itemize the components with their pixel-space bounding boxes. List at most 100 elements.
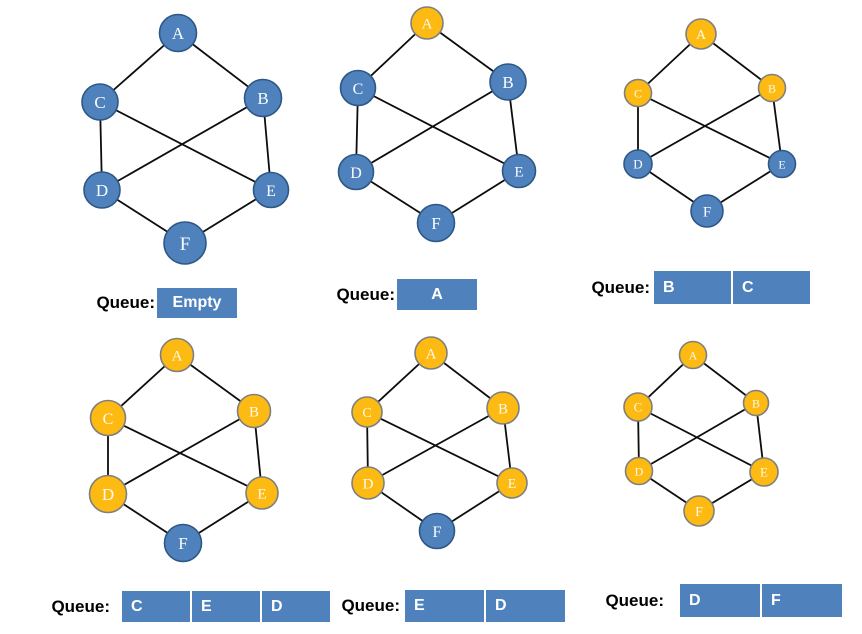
node-label-A: A [172,24,185,43]
queue-cell: D [262,591,330,622]
node-label-A: A [172,348,183,364]
queue-cell: Empty [157,288,237,318]
node-F-unvisited [418,512,456,550]
node-label-D: D [102,485,114,504]
node-label-B: B [257,89,268,108]
queue-cell: B [654,271,731,304]
node-label-C: C [103,411,114,428]
queue-cell: C [733,271,810,304]
node-label-A: A [689,348,698,362]
node-F-unvisited [416,203,456,243]
edge-B-D [107,410,255,495]
node-A-visited [685,18,717,50]
queue-label: Queue: [96,293,155,312]
node-label-E: E [760,465,768,480]
node-label-B: B [752,396,760,410]
node-E-unvisited [767,149,797,179]
queue-label: Queue: [51,596,110,616]
queue-cells: Empty [157,288,237,318]
node-A-visited [410,6,444,40]
queue-label: Queue: [605,590,664,610]
node-label-B: B [768,81,776,95]
graph-step-3: A C B D E F [623,18,797,228]
graph-step-5: A C B D E F [351,336,528,550]
node-label-B: B [498,401,508,417]
node-label-C: C [634,400,643,415]
node-label-C: C [94,93,105,112]
node-label-E: E [778,157,785,171]
node-label-D: D [363,476,374,492]
node-D-unvisited [83,171,121,209]
edge-C-E [637,92,783,165]
node-label-E: E [266,183,276,200]
node-label-E: E [508,477,517,492]
node-C-visited [89,399,127,437]
queue-row-1: Queue: Empty [91,288,237,318]
node-label-A: A [696,28,707,43]
node-label-F: F [178,534,187,553]
queue-label: Queue: [341,596,400,615]
node-C-visited [623,392,653,422]
node-label-A: A [426,346,437,362]
node-F-unvisited [690,194,724,228]
edge-C-E [357,87,520,172]
node-D-unvisited [337,153,375,191]
node-E-visited [749,457,779,487]
queue-cell: D [680,584,760,617]
node-D-visited [624,456,654,486]
graph-step-6: A C B D E F [623,340,779,527]
node-D-unvisited [623,149,653,179]
node-label-C: C [353,81,364,98]
node-C-unvisited [81,83,119,121]
node-F-visited [683,495,715,527]
node-label-F: F [695,505,703,520]
node-label-C: C [634,86,642,100]
node-label-B: B [502,73,513,92]
node-B-visited [742,389,770,417]
node-label-F: F [703,204,711,220]
node-C-unvisited [339,69,377,107]
node-E-visited [496,467,528,499]
node-label-A: A [422,16,433,32]
node-D-visited [351,466,385,500]
node-A-visited [414,336,448,370]
node-C-visited [351,396,383,428]
queue-row-2: Queue: A [335,279,477,310]
queue-cell: E [192,591,260,622]
node-F-unvisited [163,523,203,563]
node-A-visited [678,340,708,370]
edge-C-E [637,406,765,473]
node-A-visited [159,337,195,373]
node-label-F: F [433,524,442,541]
node-F-unvisited [163,221,207,265]
node-E-unvisited [252,171,290,209]
node-B-unvisited [243,78,283,118]
edge-B-D [638,402,757,472]
node-label-C: C [362,406,371,421]
node-B-visited [757,73,787,103]
node-E-visited [245,476,279,510]
node-label-F: F [431,214,440,233]
node-D-visited [88,474,128,514]
node-label-D: D [635,464,644,478]
node-B-unvisited [489,63,527,101]
queue-cell: C [122,591,190,622]
node-label-B: B [249,404,259,420]
edge-B-D [367,407,504,484]
edge-B-D [637,87,773,165]
node-label-D: D [633,157,642,172]
node-A-unvisited [158,13,198,53]
edge-B-D [355,81,509,173]
queue-label: Queue: [336,284,395,304]
